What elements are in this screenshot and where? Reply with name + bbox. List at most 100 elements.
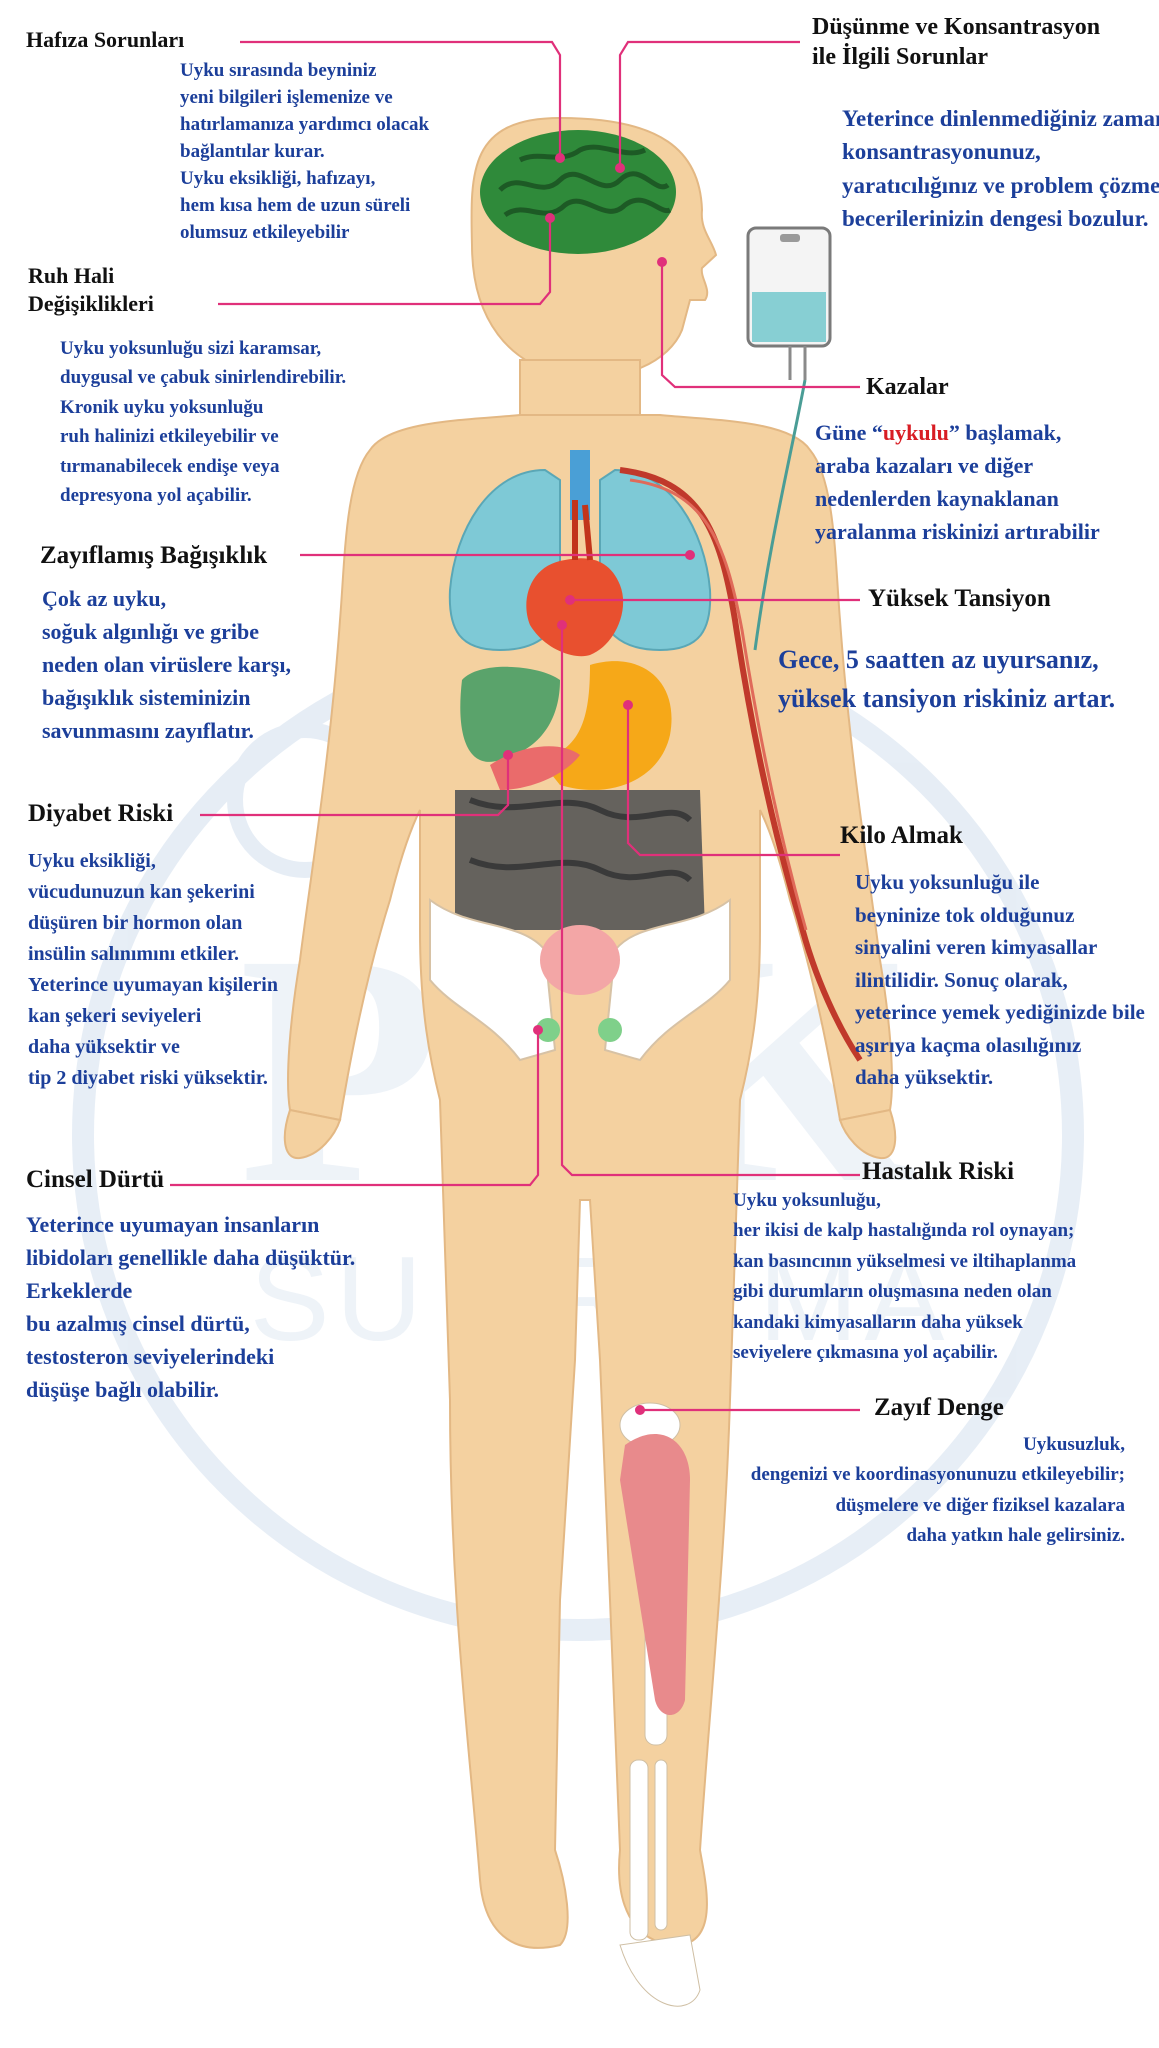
sex-drive-line: testosteron seviyelerindeki	[26, 1344, 275, 1369]
memory-title: Hafıza Sorunları	[26, 27, 185, 52]
accidents-line: yaralanma riskinizi artırabilir	[815, 519, 1100, 544]
accidents-line1-before: Güne “	[815, 420, 883, 445]
mood-line: depresyona yol açabilir.	[60, 485, 252, 507]
sex-drive-line: düşüşe bağlı olabilir.	[26, 1377, 219, 1402]
balance-line: Uykusuzluk,	[1023, 1434, 1125, 1455]
sex-drive-line: Erkeklerde	[26, 1278, 133, 1303]
memory-line: Uyku sırasında beyniniz	[180, 60, 377, 81]
weight-line: yeterince yemek yediğinizde bile	[855, 1000, 1145, 1025]
diabetes-line: daha yüksektir ve	[28, 1036, 180, 1058]
memory-line: hatırlamanıza yardımcı olacak	[180, 113, 430, 135]
disease-line: her ikisi de kalp hastalığında rol oynay…	[733, 1220, 1075, 1242]
thinking-line: konsantrasyonunuz,	[842, 139, 1041, 165]
bp-description: Gece, 5 saatten az uyursanız, yüksek tan…	[778, 640, 1115, 718]
memory-description: Uyku sırasında beyniniz yeni bilgileri i…	[180, 58, 429, 247]
diabetes-line: Uyku eksikliği,	[28, 850, 156, 872]
thigh-muscle-icon	[620, 1433, 690, 1715]
sex-drive-line: libidoları genellikle daha düşüktür.	[26, 1245, 356, 1270]
left-hand	[283, 1108, 342, 1160]
mood-connector	[218, 218, 552, 306]
bp-line: Gece, 5 saatten az uyursanız,	[778, 645, 1099, 674]
torso	[287, 414, 893, 1949]
balance-line: dengenizi ve koordinasyonunuzu etkileyeb…	[750, 1464, 1125, 1486]
balance-title: Zayıf Denge	[874, 1394, 1004, 1421]
disease-line: kandaki kimyasalların daha yüksek	[733, 1311, 1023, 1333]
accidents-connector	[660, 262, 860, 389]
sex-drive-title: Cinsel Dürtü	[26, 1166, 165, 1193]
immunity-line: savunmasını zayıflatır.	[42, 718, 254, 743]
testes-icon	[598, 1018, 622, 1042]
mood-description: Uyku yoksunluğu sizi karamsar, duygusal …	[60, 334, 346, 511]
pancreas-icon	[490, 746, 580, 790]
neck	[519, 359, 641, 421]
iv-drip-bag-icon	[746, 226, 832, 651]
weight-line: ilintilidir. Sonuç olarak,	[855, 967, 1068, 992]
thinking-connector	[618, 40, 800, 168]
weight-line: Uyku yoksunluğu ile	[855, 870, 1040, 894]
right-hand	[838, 1108, 897, 1160]
disease-line: Uyku yoksunluğu,	[733, 1190, 881, 1211]
memory-line: olumsuz etkileyebilir	[180, 221, 350, 243]
diabetes-line: düşüren bir hormon olan	[28, 912, 243, 934]
weight-description: Uyku yoksunluğu ile beyninize tok olduğu…	[855, 866, 1145, 1094]
immunity-description: Çok az uyku, soğuk algınlığı ve gribe ne…	[42, 582, 291, 747]
diabetes-line: tip 2 diyabet riski yüksektir.	[28, 1067, 268, 1089]
disease-connector	[560, 625, 860, 1177]
brain-icon	[480, 130, 676, 254]
disease-description: Uyku yoksunluğu, her ikisi de kalp hasta…	[733, 1186, 1076, 1368]
mood-line: Uyku yoksunluğu sizi karamsar,	[60, 338, 322, 359]
immunity-line: Çok az uyku,	[42, 586, 167, 611]
testes-icon	[536, 1018, 560, 1042]
sex-drive-line: bu azalmış cinsel dürtü,	[26, 1311, 250, 1336]
balance-line: daha yatkın hale gelirsiniz.	[906, 1525, 1125, 1547]
disease-line: seviyelere çıkmasına yol açabilir.	[733, 1341, 998, 1363]
disease-line: gibi durumların oluşmasına neden olan	[733, 1281, 1052, 1303]
memory-line: Uyku eksikliği, hafızayı,	[180, 167, 376, 189]
immunity-line: neden olan virüslere karşı,	[42, 652, 291, 677]
diabetes-line: insülin salınımını etkiler.	[28, 943, 239, 965]
accidents-line1-after: ” başlamak,	[948, 420, 1062, 445]
diabetes-connector	[200, 755, 510, 817]
memory-line: yeni bilgileri işlemenize ve	[180, 86, 393, 108]
sex-drive-connector	[170, 1030, 540, 1187]
thinking-line: becerilerinizin dengesi bozulur.	[842, 206, 1149, 232]
thinking-title: Düşünme ve Konsantrasyon ile İlgili Soru…	[812, 14, 1101, 70]
weight-line: daha yüksektir.	[855, 1065, 994, 1090]
weight-title: Kilo Almak	[840, 822, 963, 849]
bp-line: yüksek tansiyon riskiniz artar.	[778, 684, 1116, 713]
diabetes-line: vücudunuzun kan şekerini	[28, 881, 255, 903]
diabetes-line: kan şekeri seviyeleri	[28, 1005, 202, 1027]
bp-title: Yüksek Tansiyon	[868, 585, 1051, 612]
mood-line: tırmanabilecek endişe veya	[60, 455, 280, 477]
mood-line: duygusal ve çabuk sinirlendirebilir.	[60, 367, 347, 389]
memory-line: bağlantılar kurar.	[180, 140, 325, 162]
accidents-description: Güne “uykulu” başlamak, araba kazaları v…	[815, 416, 1100, 548]
immunity-title: Zayıflamış Bağışıklık	[40, 542, 268, 569]
weight-line: beyninize tok olduğunuz	[855, 902, 1075, 927]
diabetes-line: Yeterince uyumayan kişilerin	[28, 974, 278, 996]
sex-drive-line: Yeterince uyumayan insanların	[26, 1212, 320, 1237]
accidents-highlight: uykulu	[882, 420, 949, 445]
mood-line: Kronik uyku yoksunluğu	[60, 396, 264, 418]
accidents-line: araba kazaları ve diğer	[815, 453, 1034, 478]
heart-icon	[526, 500, 624, 657]
sex-drive-description: Yeterince uyumayan insanların libidoları…	[26, 1208, 355, 1406]
weight-line: aşırıya kaçma olasılığınız	[855, 1032, 1082, 1057]
connector-dots	[503, 153, 695, 1415]
memory-connector	[240, 40, 562, 158]
thinking-line: Yeterince dinlenmediğiniz zaman	[842, 106, 1159, 131]
weight-connector	[626, 705, 840, 857]
balance-description: Uykusuzluk, dengenizi ve koordinasyonunu…	[751, 1430, 1125, 1552]
accidents-title: Kazalar	[866, 374, 949, 400]
thinking-description: Yeterince dinlenmediğiniz zaman konsantr…	[842, 102, 1159, 235]
liver-icon	[460, 666, 560, 762]
disease-line: kan basıncının yükselmesi ve iltihaplanm…	[733, 1250, 1077, 1272]
accidents-line: Güne “uykulu” başlamak,	[815, 416, 1100, 449]
intestines-icon	[455, 790, 705, 930]
thinking-line: yaratıcılığınız ve problem çözme	[842, 172, 1159, 198]
immunity-line: soğuk algınlığı ve gribe	[42, 619, 259, 644]
accidents-line: nedenlerden kaynaklanan	[815, 486, 1059, 511]
balance-line: düşmelere ve diğer fiziksel kazalara	[835, 1494, 1125, 1516]
bladder-icon	[540, 925, 620, 995]
